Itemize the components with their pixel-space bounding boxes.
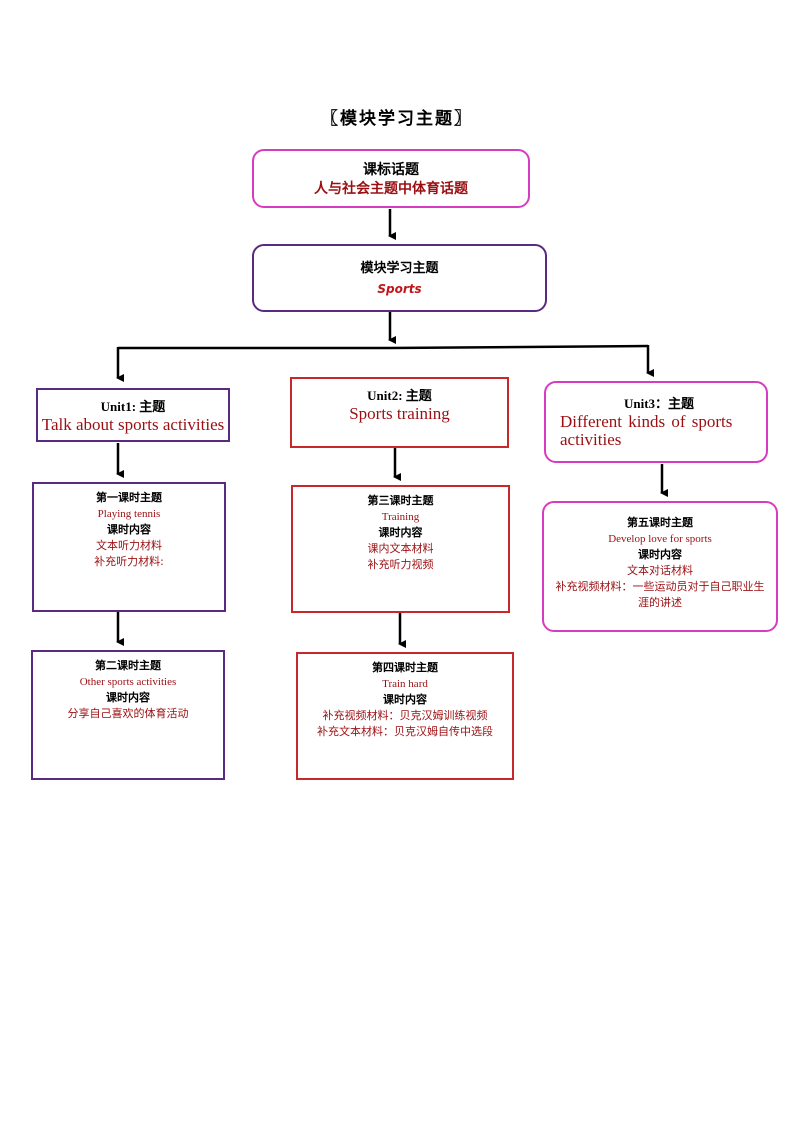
- lesson2-topic: Other sports activities: [79, 676, 177, 688]
- lesson4-content-label: 课时内容: [383, 693, 427, 706]
- lesson1-content-label: 课时内容: [107, 523, 151, 536]
- unit1-label: Unit1: 主题: [100, 399, 166, 414]
- lesson4-topic: Train hard: [382, 678, 428, 690]
- lesson5-content-label: 课时内容: [638, 548, 682, 561]
- lesson4-box: 第四课时主题 Train hard 课时内容 补充视频材料：贝克汉姆训练视频 补…: [296, 652, 514, 780]
- lesson4-material: 补充文本材料：贝克汉姆自传中选段: [317, 725, 493, 738]
- lesson2-box: 第二课时主题 Other sports activities 课时内容 分享自己…: [31, 650, 225, 780]
- unit1-topic: Talk about sports activities: [41, 415, 225, 434]
- curriculum-topic: 人与社会主题中体育话题: [314, 181, 468, 197]
- lesson5-heading: 第五课时主题: [627, 516, 693, 529]
- lesson2-material: 分享自己喜欢的体育活动: [67, 707, 189, 720]
- lesson5-material: 补充视频材料：一些运动员对于自己职业生涯的讲述: [555, 580, 765, 609]
- lesson1-material: 文本听力材料: [96, 539, 162, 552]
- module-topic-box: 模块学习主题 Sports: [252, 244, 547, 312]
- lesson2-content-label: 课时内容: [106, 691, 150, 704]
- lesson1-heading: 第一课时主题: [96, 491, 162, 504]
- lesson3-heading: 第三课时主题: [367, 494, 434, 507]
- lesson3-content-label: 课时内容: [378, 526, 423, 539]
- lesson5-material: 文本对话材料: [627, 564, 693, 577]
- unit2-label: Unit2: 主题: [367, 388, 432, 403]
- unit3-box: Unit3：主题 Different kinds of sports activ…: [544, 381, 768, 463]
- lesson3-topic: Training: [381, 511, 420, 523]
- lesson5-topic: Develop love for sports: [608, 533, 712, 545]
- lesson3-box: 第三课时主题 Training 课时内容 课内文本材料 补充听力视频: [291, 485, 510, 613]
- unit2-topic: Sports training: [349, 404, 450, 423]
- unit2-box: Unit2: 主题 Sports training: [290, 377, 509, 448]
- module-topic: Sports: [377, 282, 422, 296]
- page-title: 〖模块学习主题〗: [321, 109, 473, 129]
- lesson2-heading: 第二课时主题: [95, 659, 161, 672]
- lesson3-material: 补充听力视频: [367, 558, 434, 571]
- lesson5-box: 第五课时主题 Develop love for sports 课时内容 文本对话…: [542, 501, 778, 632]
- lesson4-heading: 第四课时主题: [372, 661, 438, 674]
- lesson1-material: 补充听力材料:: [94, 555, 164, 568]
- module-heading: 模块学习主题: [360, 261, 439, 276]
- curriculum-heading: 课标话题: [363, 162, 419, 178]
- branch-line: [118, 344, 649, 350]
- lesson1-box: 第一课时主题 Playing tennis 课时内容 文本听力材料 补充听力材料…: [32, 482, 226, 612]
- unit1-box: Unit1: 主题 Talk about sports activities: [36, 388, 230, 442]
- curriculum-topic-box: 课标话题 人与社会主题中体育话题: [252, 149, 530, 208]
- unit3-label: Unit3：主题: [623, 396, 695, 411]
- lesson1-topic: Playing tennis: [97, 508, 161, 520]
- unit3-topic: Different kinds of sports activities: [560, 412, 733, 449]
- lesson3-material: 课内文本材料: [367, 542, 434, 555]
- lesson4-material: 补充视频材料：贝克汉姆训练视频: [322, 709, 488, 722]
